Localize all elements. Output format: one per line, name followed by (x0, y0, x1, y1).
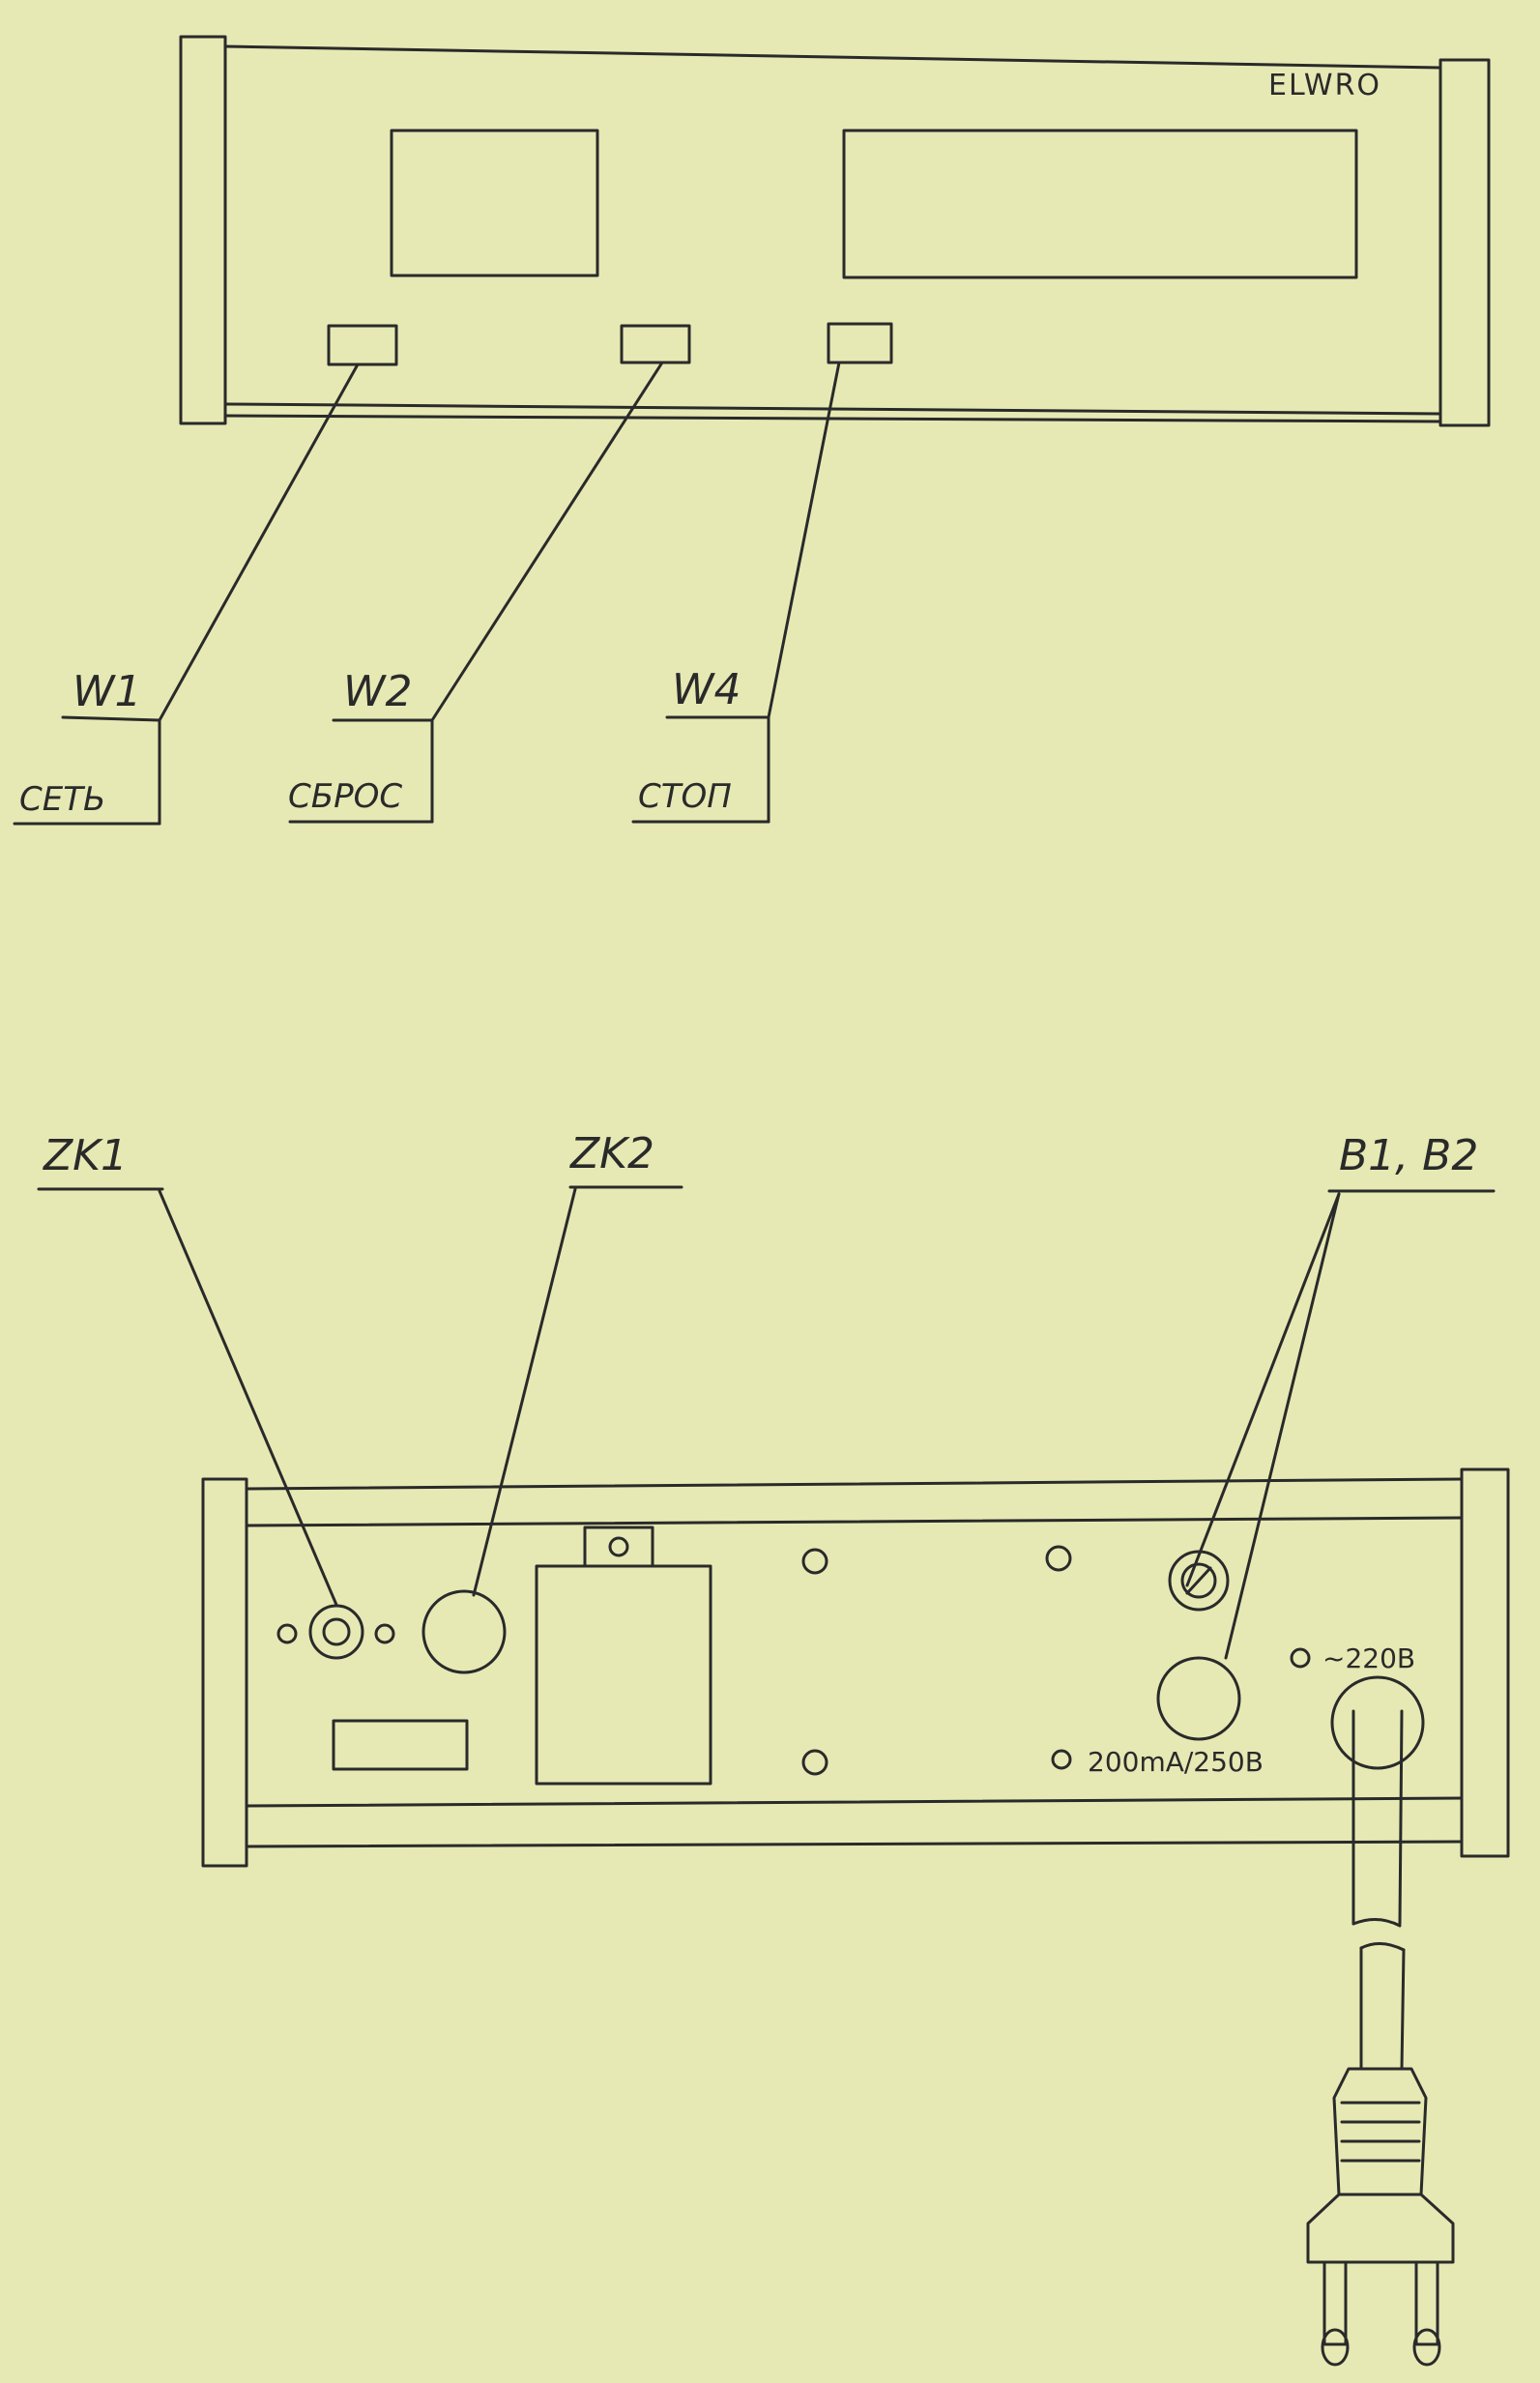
plug-body-lower (1306, 2193, 1455, 2264)
mount-hole-2 (1045, 1545, 1072, 1572)
rear-label-plate (332, 1719, 469, 1771)
rear-top-edge (245, 1477, 1464, 1491)
fuse-b2-holder[interactable] (1156, 1656, 1241, 1741)
transformer-tab-hole (608, 1536, 629, 1557)
cable-upper-segment (1351, 1709, 1404, 1926)
plug-pin-right (1414, 2260, 1439, 2346)
mains-label-marker (1290, 1647, 1311, 1669)
mount-hole-3 (801, 1749, 828, 1776)
fuse-rating-label: 200mA/250B (1088, 1746, 1264, 1778)
power-cable (1351, 1709, 1406, 2071)
front-bottom-edge-inner (223, 414, 1442, 423)
mount-hole-1 (801, 1548, 828, 1575)
zk1-screw-right (374, 1623, 395, 1644)
rear-bottom-edge-inner (245, 1796, 1464, 1808)
leader-w2 (430, 361, 664, 722)
fuse-b1-slot (1185, 1566, 1212, 1595)
w1-code: W1 (73, 667, 142, 716)
fuse-b1-holder[interactable] (1168, 1550, 1230, 1612)
zk1-screw-left (276, 1623, 298, 1644)
power-plug (1306, 2067, 1455, 2367)
mains-voltage-label: ~220B (1322, 1642, 1415, 1674)
button-w4-stop[interactable] (827, 322, 893, 364)
w1-underline (61, 715, 161, 722)
fuse-b1-cap (1180, 1562, 1217, 1599)
fuse-rating-marker (1051, 1749, 1072, 1770)
leader-w1 (158, 363, 360, 722)
plug-body-upper (1332, 2067, 1428, 2196)
rear-right-end-cap (1460, 1468, 1510, 1858)
display-window-left (390, 129, 599, 277)
front-panel: ELWRO W1 СЕТЬ W2 СТОП СБРОС W4 СТОП (13, 35, 1491, 826)
leader-b1 (1185, 1192, 1341, 1587)
front-top-edge (223, 44, 1442, 70)
plug-pin-left (1322, 2260, 1348, 2346)
button-w2-reset[interactable] (620, 324, 691, 364)
brand-logo: ELWRO (1268, 69, 1381, 102)
zk1-connector-inner (322, 1617, 351, 1646)
w4-code: W4 (672, 665, 741, 714)
display-window-right (842, 129, 1358, 279)
mains-cable-gland (1330, 1675, 1425, 1770)
w1-label: СЕТЬ (19, 780, 105, 819)
b1b2-label: B1, B2 (1339, 1131, 1478, 1180)
zk1-connector-outer[interactable] (308, 1604, 364, 1660)
rear-panel: ZK1 ZK2 B1, B2 (37, 1129, 1510, 2367)
zk2-connector[interactable] (421, 1589, 507, 1674)
leader-w4 (767, 361, 841, 719)
w2-label-text: СБРОС (288, 777, 402, 816)
front-right-end-cap (1438, 58, 1491, 427)
button-w1-network[interactable] (327, 324, 398, 366)
zk2-label: ZK2 (569, 1129, 654, 1178)
w4-label: СТОП (638, 777, 732, 816)
front-bottom-edge (223, 402, 1442, 416)
leader-b2 (1224, 1192, 1341, 1660)
cable-lower-segment (1359, 1946, 1406, 2071)
leader-zk1 (158, 1189, 338, 1607)
transformer-tab (583, 1526, 654, 1568)
front-left-end-cap (179, 35, 227, 425)
zk1-label: ZK1 (43, 1131, 128, 1180)
leader-zk2 (472, 1187, 577, 1597)
plug-pin-tip-left (1321, 2328, 1350, 2367)
plug-pin-tip-right (1412, 2328, 1441, 2367)
rear-top-edge-inner (245, 1516, 1464, 1527)
transformer-block (535, 1564, 712, 1786)
cable-break-bottom (1359, 1942, 1406, 1952)
rear-bottom-edge (245, 1840, 1464, 1848)
rear-left-end-cap (201, 1477, 248, 1868)
cable-break-top (1351, 1918, 1402, 1928)
w2-code: W2 (343, 667, 413, 716)
